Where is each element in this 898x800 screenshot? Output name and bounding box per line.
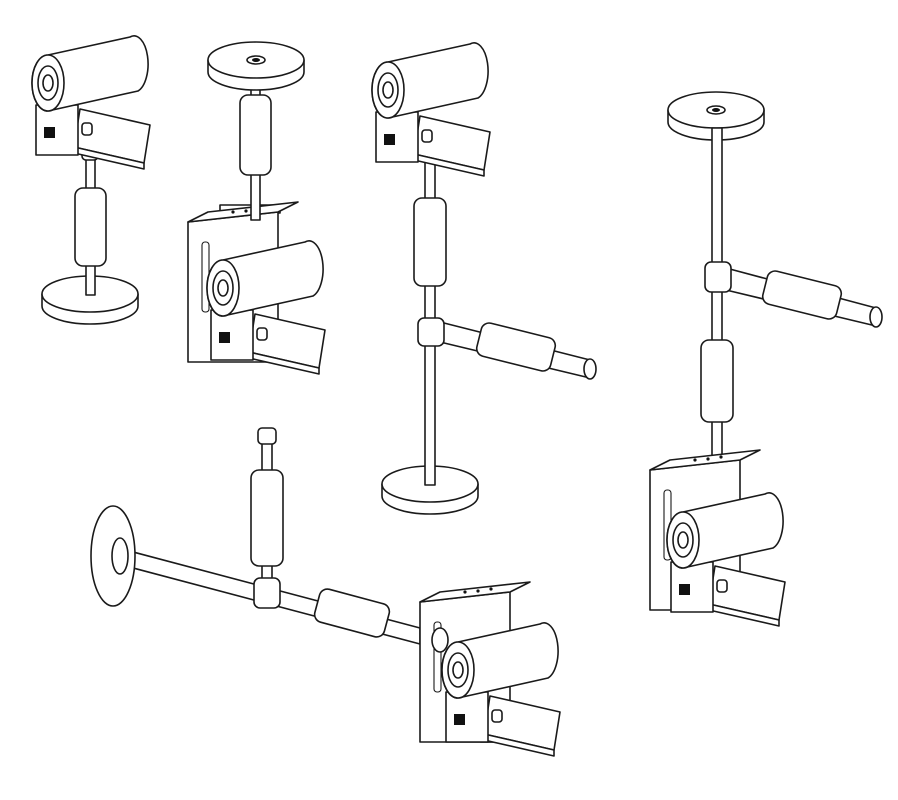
rod-sleeve-vertical xyxy=(250,469,284,567)
pole-sleeve xyxy=(413,197,447,287)
t-joint xyxy=(704,261,732,293)
wing-nut xyxy=(431,627,449,653)
rod-end-cap xyxy=(257,427,277,445)
pole-sleeve xyxy=(74,187,107,267)
camera-head xyxy=(31,35,151,170)
arm-sleeve xyxy=(475,322,557,372)
t-joint xyxy=(417,317,445,347)
arm-sleeve xyxy=(761,270,843,320)
arm-end-cap xyxy=(583,358,597,380)
t-joint xyxy=(253,577,281,609)
rod-sleeve xyxy=(313,588,391,638)
assembly-ceiling-arm-clamp-camera xyxy=(649,91,883,627)
arm-end-cap xyxy=(869,306,883,328)
assembly-ceiling-clamp-camera xyxy=(187,41,326,375)
pole-sleeve xyxy=(700,339,734,423)
camera-head xyxy=(371,42,491,177)
pole-sleeve xyxy=(239,94,272,176)
ceiling-disk xyxy=(207,41,305,91)
assembly-tall-stand-side-arm xyxy=(371,42,597,515)
assembly-camera-on-disk-stand xyxy=(31,35,151,325)
wall-disk-hub xyxy=(111,537,129,575)
assembly-wall-rod-clamp-camera xyxy=(90,427,561,757)
